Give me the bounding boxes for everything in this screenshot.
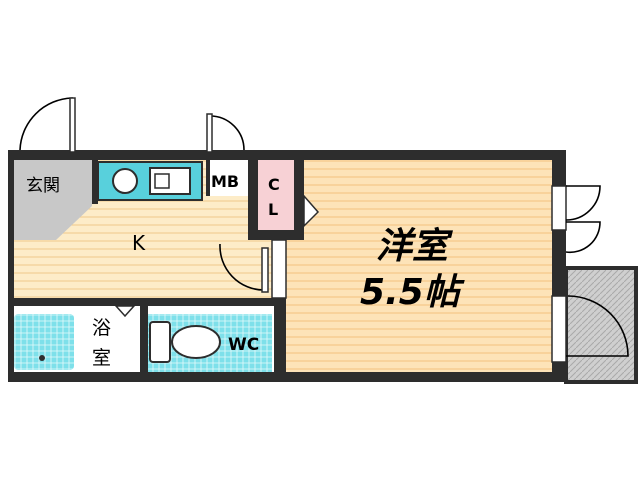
bath-drain bbox=[39, 355, 45, 361]
bath-label-1: 浴 bbox=[92, 317, 111, 339]
mb-cell bbox=[208, 160, 250, 196]
closet-label-c: C bbox=[268, 175, 280, 194]
toilet-tank bbox=[149, 321, 171, 363]
balcony bbox=[568, 270, 634, 382]
window-right-lower bbox=[551, 295, 567, 363]
wall-bath-top bbox=[12, 298, 274, 306]
western-room-size: 5.5帖 bbox=[360, 272, 466, 313]
closet-door-mark bbox=[303, 194, 320, 228]
sink-bowl bbox=[112, 168, 138, 194]
wall-mb bbox=[206, 160, 210, 196]
genkan-floor bbox=[12, 160, 92, 240]
wc-label: WC bbox=[228, 335, 259, 355]
western-room-floor bbox=[286, 160, 552, 372]
mb-door-leaf bbox=[206, 113, 213, 153]
stove-burner bbox=[154, 173, 170, 189]
mb-label: MB bbox=[211, 172, 239, 191]
wall-closet-right bbox=[294, 160, 304, 240]
toilet-bowl bbox=[171, 325, 221, 359]
genkan-label: 玄関 bbox=[26, 176, 60, 196]
kitchen-counter bbox=[92, 160, 98, 204]
bath-door-mark bbox=[114, 305, 136, 318]
window-right-upper bbox=[551, 185, 567, 231]
outer-wall-top bbox=[8, 150, 566, 160]
bath-label-2: 室 bbox=[92, 347, 111, 369]
wall-closet bbox=[248, 160, 258, 240]
wc-door-swing-icon bbox=[219, 243, 265, 291]
wall-closet-bottom bbox=[248, 230, 296, 240]
outer-wall-bottom bbox=[8, 372, 566, 382]
balcony-window-swing-icon bbox=[566, 295, 629, 357]
mb-door-swing-icon bbox=[209, 115, 245, 151]
closet-label-l: L bbox=[268, 200, 278, 219]
wall-bath-wc bbox=[140, 306, 148, 376]
balcony-door-swing-icon bbox=[565, 185, 601, 221]
kitchen-label: K bbox=[132, 231, 146, 255]
outer-wall-left bbox=[8, 150, 14, 382]
room-door-leaf bbox=[271, 239, 287, 299]
western-room-name: 洋室 bbox=[376, 226, 453, 267]
balcony-door-swing-icon-2 bbox=[565, 221, 601, 254]
closet-floor bbox=[258, 160, 294, 230]
bathtub bbox=[14, 314, 74, 370]
entrance-door-leaf bbox=[69, 97, 76, 153]
entrance-door-swing-icon bbox=[19, 97, 73, 151]
wc-door-leaf bbox=[261, 247, 269, 293]
stove bbox=[149, 167, 191, 195]
